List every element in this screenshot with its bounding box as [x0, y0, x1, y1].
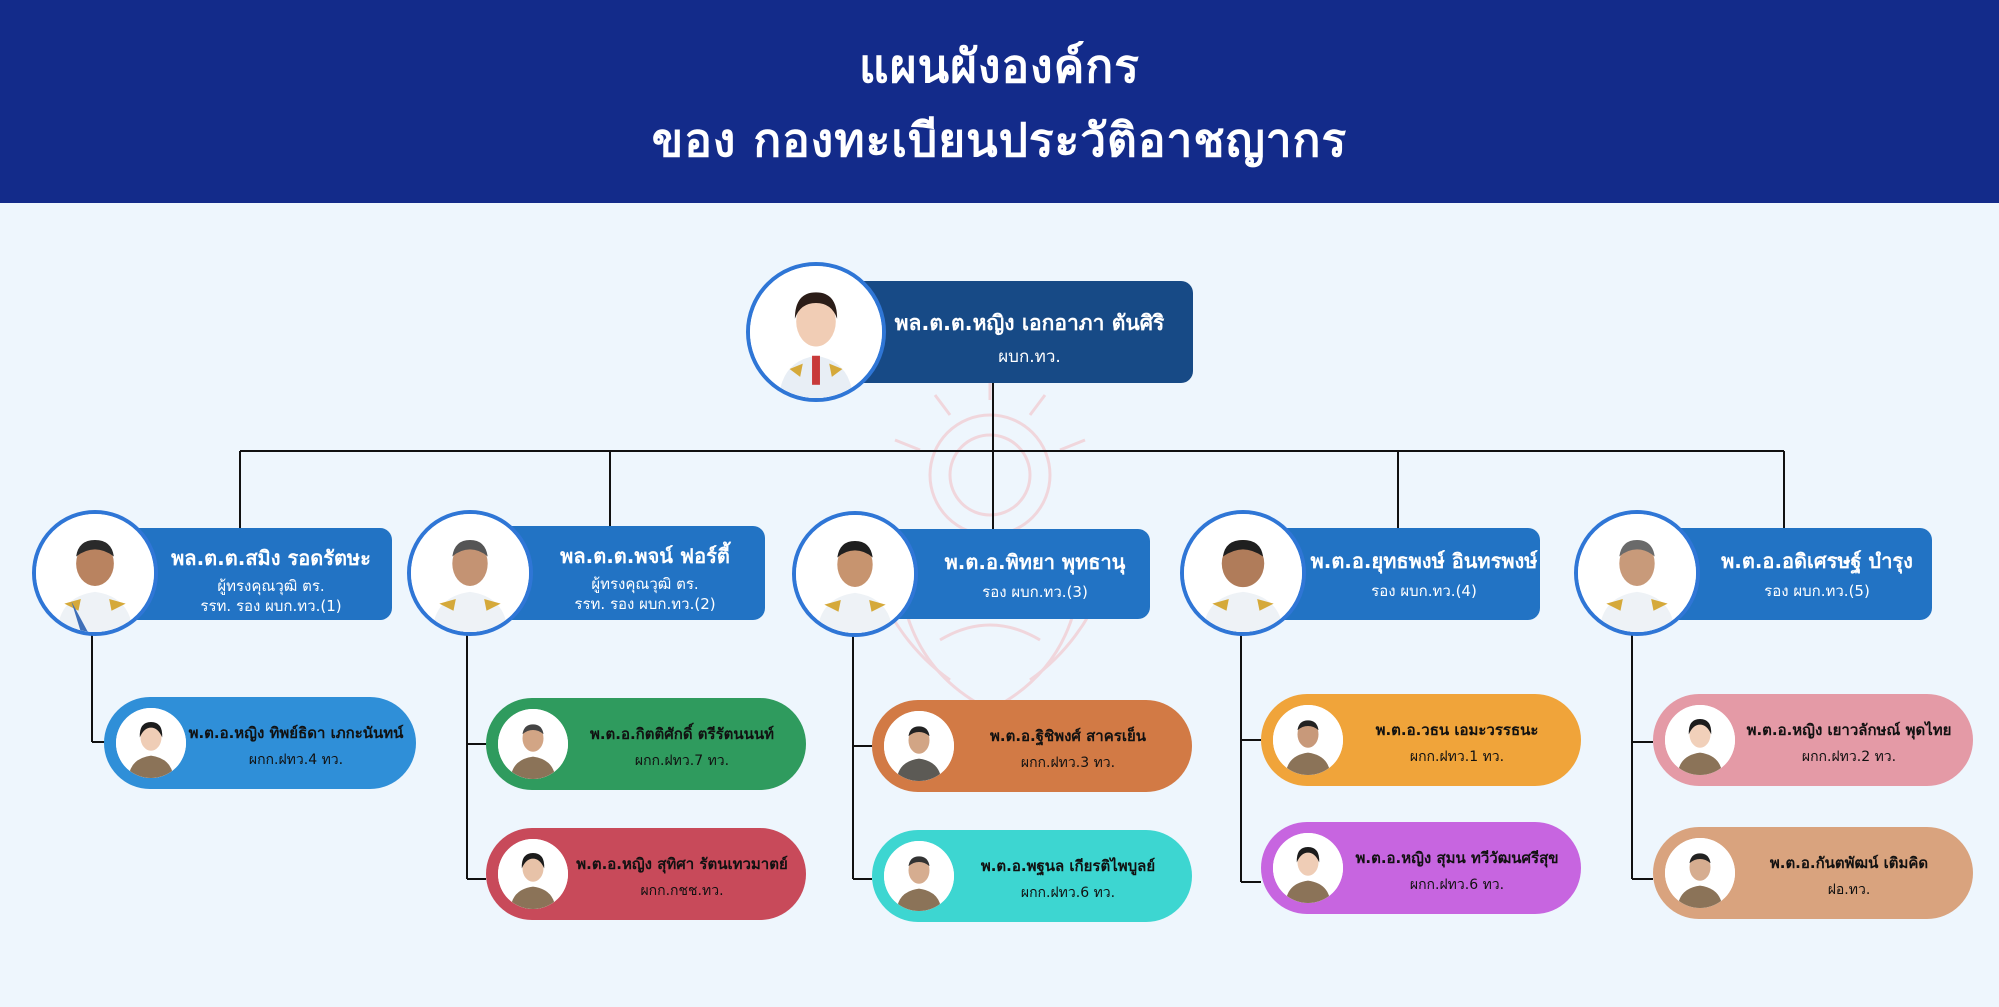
staff-name: พ.ต.อ.หญิง เยาวลักษณ์ พุดไทย — [1735, 718, 1963, 742]
staff-name: พ.ต.อ.หญิง สุทิศา รัตนเทวมาตย์ — [568, 852, 796, 876]
male-officer-photo-icon — [498, 709, 568, 779]
staff-position: ผกก.ฝทว.3 ทว. — [954, 752, 1182, 774]
deputy-name-2: พล.ต.ต.พจน์ ฟอร์ตี้ — [525, 540, 765, 572]
deputy-box-2: พล.ต.ต.พจน์ ฟอร์ตี้ ผู้ทรงคุณวุฒิ ตร. รร… — [495, 526, 765, 620]
chief-position: ผบก.ทว. — [866, 343, 1193, 370]
staff-name: พ.ต.อ.พฐนล เกียรติไพบูลย์ — [954, 854, 1182, 878]
staff-position: ผกก.ฝทว.6 ทว. — [1343, 874, 1571, 896]
male-officer-photo-icon — [1665, 838, 1735, 908]
deputy-position-4: รอง ผบก.ทว.(4) — [1308, 579, 1540, 603]
deputy-name-3: พ.ต.อ.พิทยา พุทธานุ — [920, 546, 1150, 578]
deputy-position-3: รอง ผบก.ทว.(3) — [920, 580, 1150, 604]
female-officer-photo-icon — [116, 708, 186, 778]
deputy-photo-5 — [1574, 510, 1700, 636]
staff-card-1-1: พ.ต.อ.หญิง ทิพย์ธิดา เภกะนันทน์ ผกก.ฝทว.… — [104, 697, 416, 789]
deputy-position-1b: รรท. รอง ผบก.ทว.(1) — [150, 594, 392, 618]
male-officer-photo-icon — [1273, 705, 1343, 775]
deputy-photo-1 — [32, 510, 158, 636]
staff-position: ผกก.กชช.ทว. — [568, 880, 796, 902]
staff-name: พ.ต.อ.กิตติศักดิ์ ตรีรัตนนนท์ — [568, 722, 796, 746]
deputy-name-5: พ.ต.อ.อดิเศรษฐ์ บำรุง — [1702, 545, 1932, 577]
staff-name: พ.ต.อ.กันตพัฒน์ เติมคิด — [1735, 851, 1963, 875]
female-officer-photo-icon — [1665, 705, 1735, 775]
staff-name: พ.ต.อ.ฐิชิพงศ์ สาครเย็น — [954, 724, 1182, 748]
chief-box: พล.ต.ต.หญิง เอกอาภา ตันศิริ ผบก.ทว. — [836, 281, 1193, 383]
deputy-photo-4 — [1180, 510, 1306, 636]
male-officer-photo-icon — [884, 711, 954, 781]
staff-card-3-2: พ.ต.อ.พฐนล เกียรติไพบูลย์ ผกก.ฝทว.6 ทว. — [872, 830, 1192, 922]
staff-position: ผกก.ฝทว.4 ทว. — [186, 749, 406, 771]
deputy-box-1: พล.ต.ต.สมิง รอดรัตษะ ผู้ทรงคุณวุฒิ ตร. ร… — [120, 528, 392, 620]
deputy-box-5: พ.ต.อ.อดิเศรษฐ์ บำรุง รอง ผบก.ทว.(5) — [1662, 528, 1932, 620]
staff-card-4-1: พ.ต.อ.วธน เอมะวรรธนะ ผกก.ฝทว.1 ทว. — [1261, 694, 1581, 786]
staff-position: ผกก.ฝทว.1 ทว. — [1343, 746, 1571, 768]
chief-name: พล.ต.ต.หญิง เอกอาภา ตันศิริ — [866, 307, 1193, 340]
female-officer-photo-icon — [498, 839, 568, 909]
staff-card-3-1: พ.ต.อ.ฐิชิพงศ์ สาครเย็น ผกก.ฝทว.3 ทว. — [872, 700, 1192, 792]
deputy-position-5: รอง ผบก.ทว.(5) — [1702, 579, 1932, 603]
staff-position: ผกก.ฝทว.7 ทว. — [568, 750, 796, 772]
chief-photo — [746, 262, 886, 402]
deputy-box-3: พ.ต.อ.พิทยา พุทธานุ รอง ผบก.ทว.(3) — [880, 529, 1150, 619]
male-officer-photo-icon — [884, 841, 954, 911]
staff-position: ผกก.ฝทว.2 ทว. — [1735, 746, 1963, 768]
deputy-position-2b: รรท. รอง ผบก.ทว.(2) — [525, 592, 765, 616]
staff-card-5-2: พ.ต.อ.กันตพัฒน์ เติมคิด ฝอ.ทว. — [1653, 827, 1973, 919]
staff-card-4-2: พ.ต.อ.หญิง สุมน ทวีวัฒนศรีสุข ผกก.ฝทว.6 … — [1261, 822, 1581, 914]
deputy-name-4: พ.ต.อ.ยุทธพงษ์ อินทรพงษ์ — [1308, 545, 1540, 577]
staff-card-2-2: พ.ต.อ.หญิง สุทิศา รัตนเทวมาตย์ ผกก.กชช.ท… — [486, 828, 806, 920]
staff-name: พ.ต.อ.หญิง สุมน ทวีวัฒนศรีสุข — [1343, 846, 1571, 870]
staff-card-5-1: พ.ต.อ.หญิง เยาวลักษณ์ พุดไทย ผกก.ฝทว.2 ท… — [1653, 694, 1973, 786]
deputy-photo-2 — [407, 510, 533, 636]
staff-card-2-1: พ.ต.อ.กิตติศักดิ์ ตรีรัตนนนท์ ผกก.ฝทว.7 … — [486, 698, 806, 790]
staff-name: พ.ต.อ.วธน เอมะวรรธนะ — [1343, 718, 1571, 742]
female-officer-photo-icon — [1273, 833, 1343, 903]
staff-position: ผกก.ฝทว.6 ทว. — [954, 882, 1182, 904]
deputy-box-4: พ.ต.อ.ยุทธพงษ์ อินทรพงษ์ รอง ผบก.ทว.(4) — [1268, 528, 1540, 620]
staff-position: ฝอ.ทว. — [1735, 879, 1963, 901]
deputy-photo-3 — [792, 511, 918, 637]
deputy-name-1: พล.ต.ต.สมิง รอดรัตษะ — [150, 542, 392, 574]
staff-name: พ.ต.อ.หญิง ทิพย์ธิดา เภกะนันทน์ — [186, 721, 406, 745]
